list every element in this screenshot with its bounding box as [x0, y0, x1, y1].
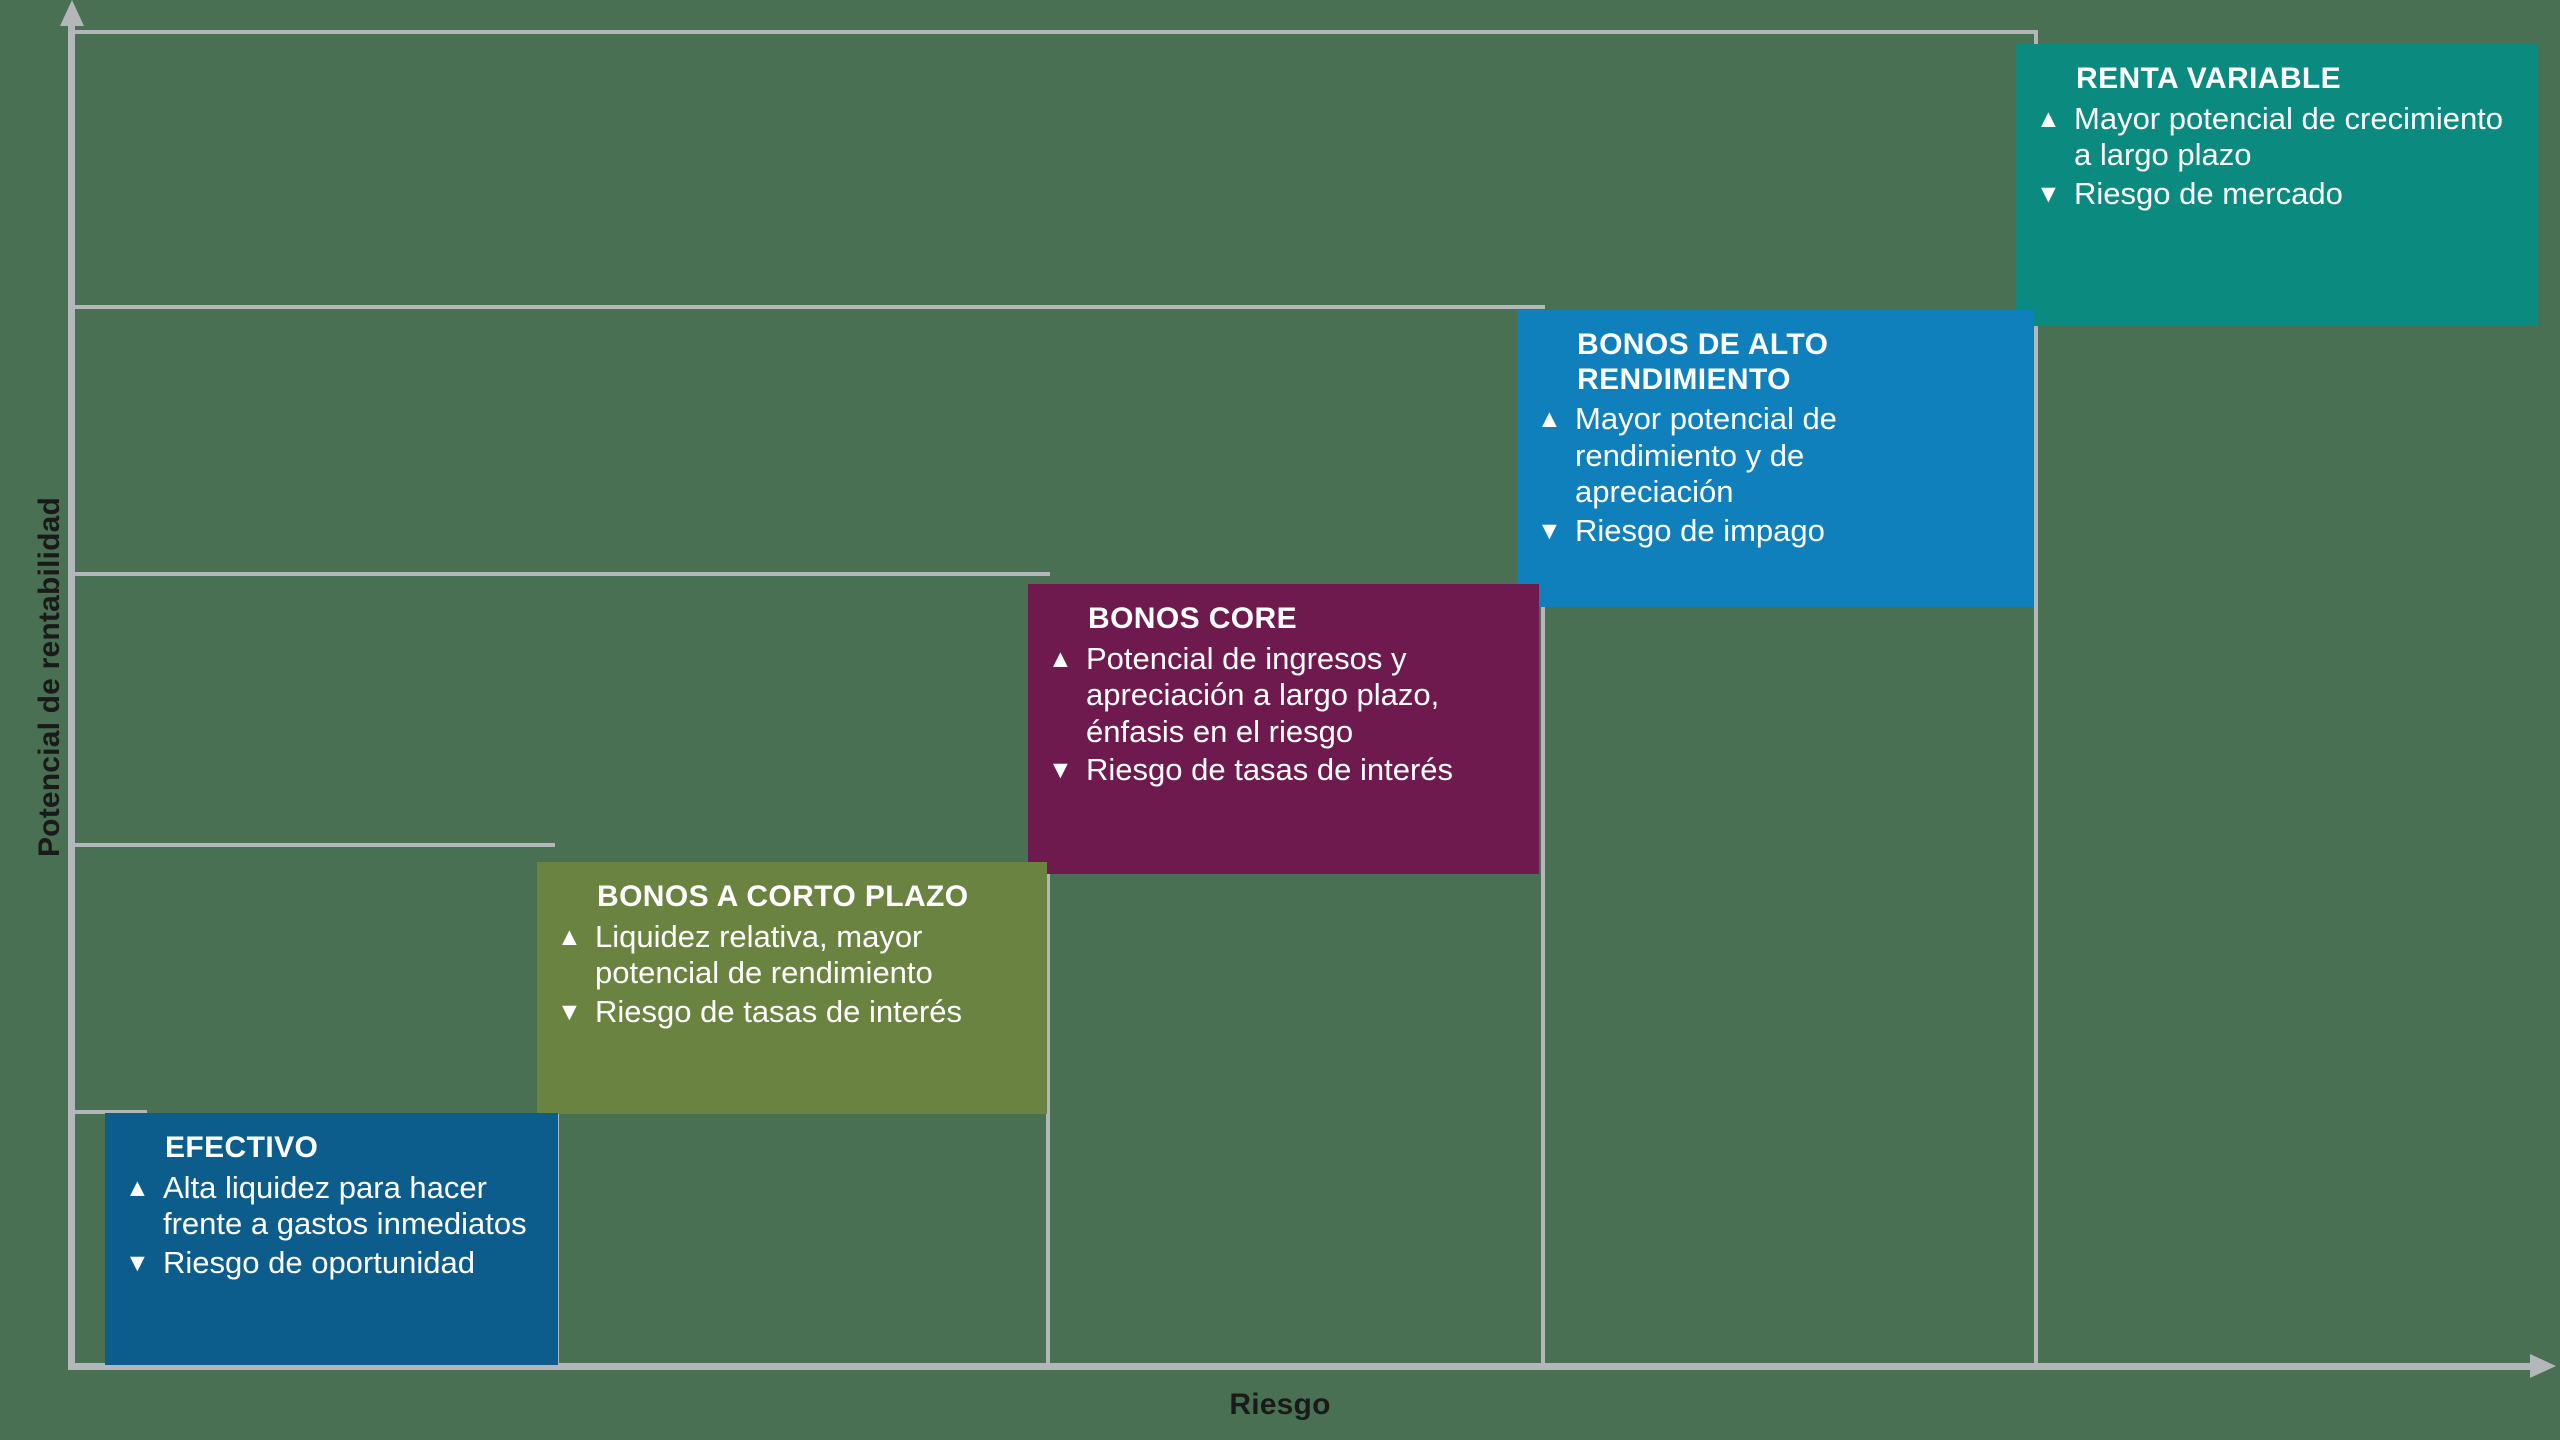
category-upside-text-bonos-a-corto-plazo: Liquidez relativa, mayor potencial de re…: [595, 918, 933, 991]
category-upside-bonos-a-corto-plazo: ▲ Liquidez relativa, mayor potencial de …: [557, 919, 1025, 992]
y-axis-title: Potencial de rentabilidad: [33, 496, 66, 858]
category-downside-text-bonos-core: Riesgo de tasas de interés: [1086, 752, 1454, 788]
triangle-down-icon: ▼: [557, 997, 582, 1026]
triangle-down-icon: ▼: [1537, 516, 1562, 545]
triangle-up-icon: ▲: [1048, 644, 1073, 673]
triangle-up-icon: ▲: [2036, 104, 2061, 133]
category-downside-bonos-core: ▼ Riesgo de tasas de interés: [1048, 752, 1517, 789]
category-upside-text-renta-variable: Mayor potencial de crecimiento a largo p…: [2074, 100, 2504, 173]
category-title-bonos-a-corto-plazo: BONOS A CORTO PLAZO: [597, 880, 969, 913]
category-box-bonos-core[interactable]: BONOS CORE ▲ Potencial de ingresos y apr…: [1028, 584, 1539, 874]
category-upside-efectivo: ▲ Alta liquidez para hacer frente a gast…: [125, 1170, 536, 1243]
category-downside-text-renta-variable: Riesgo de mercado: [2074, 175, 2343, 211]
x-axis-title: Riesgo: [1229, 1388, 1331, 1421]
category-downside-bonos-de-alto-rendimiento: ▼ Riesgo de impago: [1537, 513, 2011, 550]
category-downside-text-efectivo: Riesgo de oportunidad: [163, 1244, 475, 1280]
category-title-bonos-core: BONOS CORE: [1088, 602, 1298, 635]
category-upside-text-bonos-core: Potencial de ingresos y apreciación a la…: [1086, 640, 1440, 749]
gridline-vertical-2: [1046, 843, 1050, 1367]
category-downside-text-bonos-de-alto-rendimiento: Riesgo de impago: [1575, 512, 1825, 548]
triangle-down-icon: ▼: [1048, 756, 1073, 785]
gridline-vertical-3: [1541, 572, 1545, 1367]
category-upside-text-efectivo: Alta liquidez para hacer frente a gastos…: [163, 1169, 527, 1242]
gridline-horizontal-4: [72, 843, 555, 847]
category-downside-bonos-a-corto-plazo: ▼ Riesgo de tasas de interés: [557, 994, 1025, 1031]
category-box-efectivo[interactable]: EFECTIVO ▲ Alta liquidez para hacer fren…: [105, 1113, 558, 1365]
triangle-up-icon: ▲: [125, 1173, 150, 1202]
category-title-efectivo: EFECTIVO: [165, 1131, 319, 1164]
category-upside-bonos-de-alto-rendimiento: ▲ Mayor potencial de rendimiento y de ap…: [1537, 401, 2011, 511]
y-axis-line: [68, 18, 75, 1370]
x-axis-line: [68, 1363, 2538, 1370]
category-box-bonos-de-alto-rendimiento[interactable]: BONOS DE ALTO RENDIMIENTO ▲ Mayor potenc…: [1517, 310, 2033, 607]
triangle-down-icon: ▼: [125, 1248, 150, 1277]
gridline-horizontal-1: [72, 30, 2038, 34]
triangle-down-icon: ▼: [2036, 179, 2061, 208]
gridline-horizontal-3: [72, 572, 1050, 576]
triangle-up-icon: ▲: [557, 922, 582, 951]
category-downside-text-bonos-a-corto-plazo: Riesgo de tasas de interés: [595, 993, 963, 1029]
category-box-bonos-a-corto-plazo[interactable]: BONOS A CORTO PLAZO ▲ Liquidez relativa,…: [537, 862, 1047, 1114]
gridline-horizontal-5: [72, 1110, 147, 1114]
category-upside-text-bonos-de-alto-rendimiento: Mayor potencial de rendimiento y de apre…: [1575, 401, 1837, 510]
y-axis-arrow-icon: [60, 0, 84, 26]
triangle-up-icon: ▲: [1537, 405, 1562, 433]
category-downside-renta-variable: ▼ Riesgo de mercado: [2036, 176, 2516, 213]
category-title-bonos-de-alto-rendimiento: BONOS DE ALTO RENDIMIENTO: [1577, 328, 1829, 396]
category-upside-renta-variable: ▲ Mayor potencial de crecimiento a largo…: [2036, 101, 2516, 174]
gridline-vertical-4: [2034, 30, 2038, 1367]
gridline-horizontal-2: [72, 305, 1545, 309]
category-title-renta-variable: RENTA VARIABLE: [2076, 62, 2342, 95]
category-upside-bonos-core: ▲ Potencial de ingresos y apreciación a …: [1048, 641, 1517, 751]
category-downside-efectivo: ▼ Riesgo de oportunidad: [125, 1245, 536, 1282]
category-box-renta-variable[interactable]: RENTA VARIABLE ▲ Mayor potencial de crec…: [2016, 44, 2538, 326]
x-axis-arrow-icon: [2530, 1354, 2556, 1378]
